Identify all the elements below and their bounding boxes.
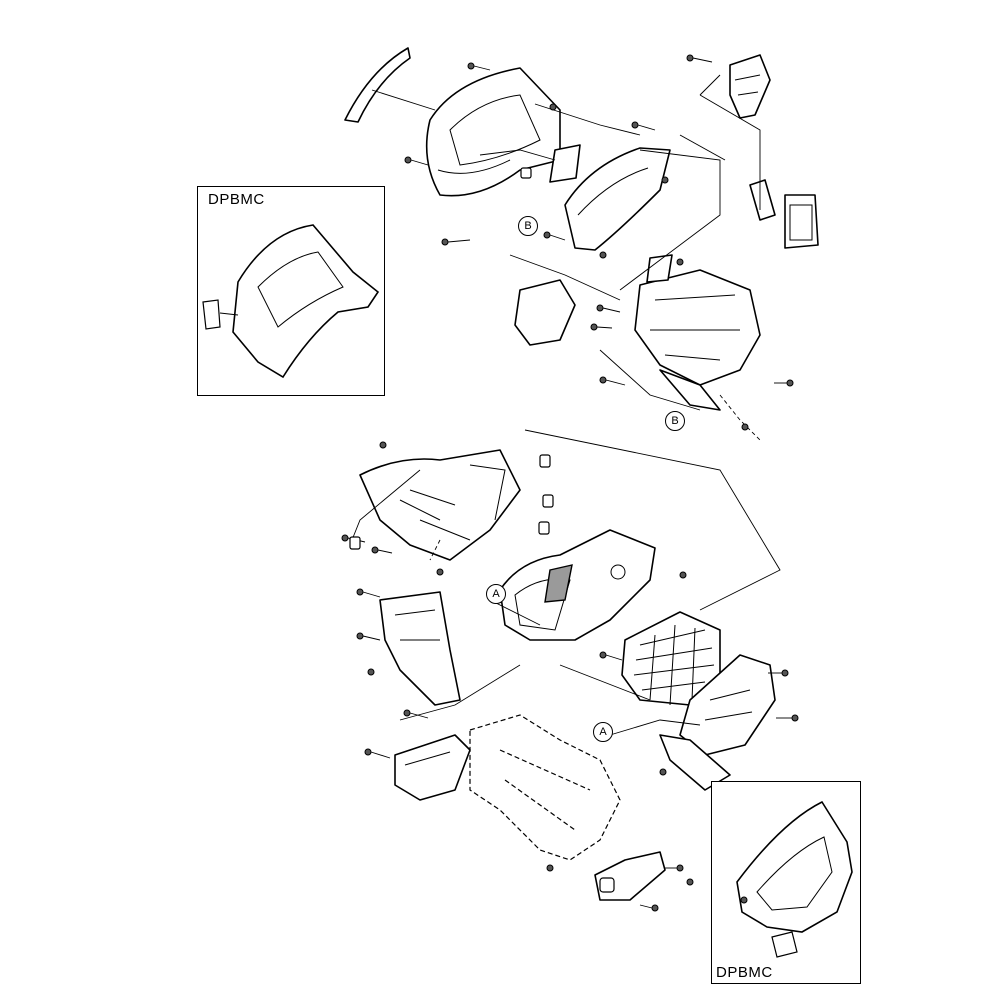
- inner-cowling-left: [359, 449, 521, 561]
- bolt-22: [367, 668, 375, 676]
- callout-b-upper: B: [518, 216, 538, 236]
- grommets: [349, 167, 615, 893]
- decal-stay: [646, 254, 673, 283]
- bolt-8: [599, 251, 607, 259]
- bolt-24: [364, 748, 391, 759]
- bolt-15: [676, 258, 684, 266]
- bolt-25: [679, 571, 687, 579]
- center-cover: [499, 529, 656, 641]
- callout-a-lower: A: [593, 722, 613, 742]
- bolt-19: [436, 568, 444, 576]
- side-bracket-lower: [594, 851, 666, 901]
- bracket-clip-2: [784, 194, 819, 249]
- decal-upper: [549, 144, 581, 183]
- bolt-6: [661, 176, 669, 184]
- frame-outline: [469, 714, 621, 861]
- bolt-21: [356, 632, 381, 641]
- inset-lower: DPBMC: [711, 781, 861, 984]
- bolt-18: [371, 546, 393, 554]
- inset-upper-drawing: [202, 224, 380, 379]
- bolt-32: [686, 878, 694, 886]
- bolt-20: [356, 588, 381, 598]
- upper-cowling-left: [425, 67, 561, 197]
- bolt-14: [741, 423, 749, 431]
- bolt-13: [774, 379, 794, 387]
- bolt-11: [590, 323, 613, 331]
- bolt-33: [639, 904, 659, 912]
- inset-lower-label: DPBMC: [716, 964, 773, 981]
- bolt-26: [599, 651, 623, 661]
- bracket-clip-1: [749, 179, 776, 221]
- inner-panel-upper: [514, 279, 576, 346]
- support-rod: [679, 74, 726, 161]
- bolt-3: [441, 238, 471, 246]
- bolt-5: [631, 121, 656, 131]
- bolt-1: [467, 62, 491, 71]
- bolt-12: [599, 376, 626, 386]
- bolt-16: [379, 441, 387, 449]
- bolt-29: [659, 768, 667, 776]
- lower-fairing-left: [379, 591, 461, 706]
- bolt-31: [665, 864, 684, 872]
- bolt-28: [776, 714, 799, 722]
- inset-upper-label: DPBMC: [208, 191, 265, 208]
- bolt-23: [403, 709, 429, 719]
- bolt-10: [596, 304, 621, 313]
- inset-upper: DPBMC: [197, 186, 385, 396]
- callout-a-upper: A: [486, 584, 506, 604]
- bolt-9: [686, 54, 713, 63]
- upper-cowling-right: [564, 147, 671, 251]
- bolt-7: [543, 231, 566, 241]
- inset-lower-drawing: [736, 800, 853, 958]
- bolt-34: [546, 864, 554, 872]
- headlight-stay: [634, 269, 761, 411]
- bolt-4: [549, 103, 557, 111]
- front-bracket: [394, 734, 471, 801]
- bolt-2: [404, 156, 429, 166]
- bolt-27: [768, 669, 789, 677]
- bracket-top-right: [729, 54, 771, 119]
- windshield-strip: [344, 47, 436, 123]
- callout-b-lower: B: [665, 411, 685, 431]
